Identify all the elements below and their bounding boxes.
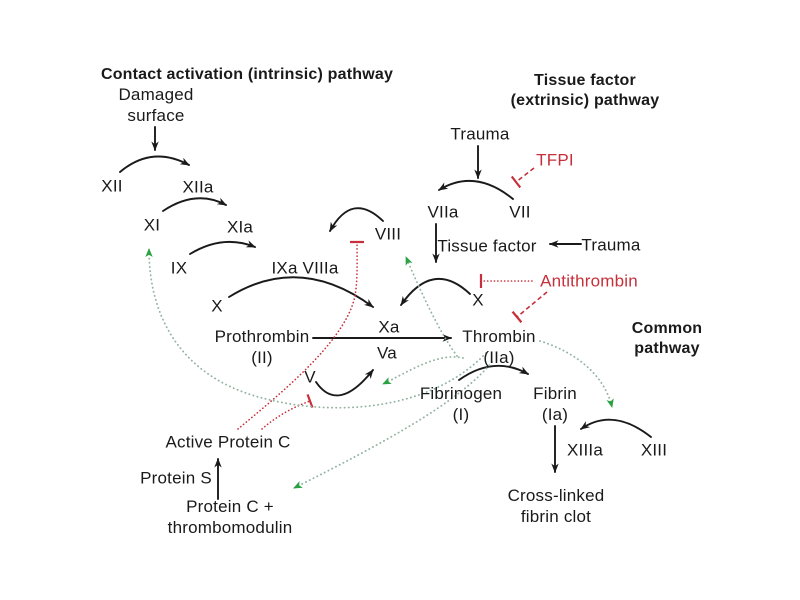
- node-factor-xiiia: XIIIa: [567, 440, 603, 460]
- arrow-fibrinogen-to-fibrin: [458, 364, 529, 381]
- node-prothrombin: Prothrombin (II): [214, 326, 310, 367]
- node-cross-linked-clot: Cross-linked fibrin clot: [507, 485, 605, 526]
- node-protein-s: Protein S: [140, 468, 212, 488]
- node-tfpi: TFPI: [536, 150, 574, 170]
- node-ixa-viiia-complex: IXa VIIIa: [271, 258, 339, 278]
- node-factor-xiii: XIII: [640, 440, 668, 460]
- inhibitor-apc-to-v: [261, 401, 310, 430]
- node-factor-xa: Xa: [378, 317, 400, 337]
- node-damaged-surface: Damaged surface: [118, 84, 194, 125]
- node-factor-v: V: [304, 367, 316, 387]
- node-factor-xii: XII: [101, 176, 123, 196]
- arrow-xii-to-xiia: [119, 155, 190, 173]
- inhibition-lines: [237, 167, 548, 430]
- arrow-xright-to-xa: [400, 278, 471, 306]
- arrow-xleft-to-xa: [228, 276, 374, 308]
- arrow-v-to-va: [315, 369, 374, 397]
- node-factor-x-left: X: [211, 296, 223, 316]
- node-fibrinogen: Fibrinogen (I): [419, 383, 503, 424]
- inhibitor-apc-to-viii: [237, 242, 357, 430]
- node-tissue-factor: Tissue factor: [437, 236, 537, 256]
- node-factor-vii: VII: [509, 202, 531, 222]
- node-factor-viia: VIIa: [427, 202, 459, 222]
- feedback-thrombin-to-thrombomodulin: [293, 361, 493, 489]
- arrow-xi-to-xia: [162, 197, 227, 212]
- arrow-ix-to-ixa: [189, 240, 256, 255]
- title-common-pathway: Common pathway: [631, 320, 703, 357]
- arrow-vii-to-viia: [438, 179, 514, 200]
- node-factor-viii: VIII: [374, 224, 402, 244]
- node-antithrombin: Antithrombin: [540, 271, 638, 291]
- node-factor-xia: XIa: [226, 217, 254, 237]
- feedback-thrombin-to-v: [382, 356, 464, 385]
- node-factor-va: Va: [377, 343, 397, 363]
- feedback-lines: [145, 248, 614, 489]
- node-thrombin: Thrombin (IIa): [462, 326, 536, 367]
- feedback-thrombin-to-xi: [145, 248, 487, 409]
- node-factor-xi: XI: [143, 215, 161, 235]
- node-factor-ix: IX: [170, 258, 188, 278]
- arrow-xiii-to-xiiia: [580, 418, 652, 438]
- node-fibrin: Fibrin (Ia): [533, 383, 577, 424]
- node-trauma-top: Trauma: [450, 124, 510, 144]
- title-extrinsic-pathway: Tissue factor (extrinsic) pathway: [510, 72, 660, 109]
- node-protein-c-thrombomodulin: Protein C + thrombomodulin: [167, 496, 293, 537]
- feedback-thrombin-to-viii: [405, 256, 458, 357]
- node-factor-xiia: XIIa: [182, 177, 214, 197]
- node-factor-x-right: X: [472, 290, 484, 310]
- node-trauma-right: Trauma: [581, 235, 641, 255]
- node-active-protein-c: Active Protein C: [165, 432, 291, 452]
- activation-arrows: [119, 126, 652, 500]
- feedback-thrombin-to-xiii: [539, 340, 614, 408]
- inhibitor-tfpi-to-vii: [516, 167, 535, 182]
- arrow-viii-to-viiia: [329, 207, 384, 232]
- inhibitor-antithrombin-to-thrombin: [517, 291, 548, 317]
- title-intrinsic-pathway: Contact activation (intrinsic) pathway: [100, 66, 394, 83]
